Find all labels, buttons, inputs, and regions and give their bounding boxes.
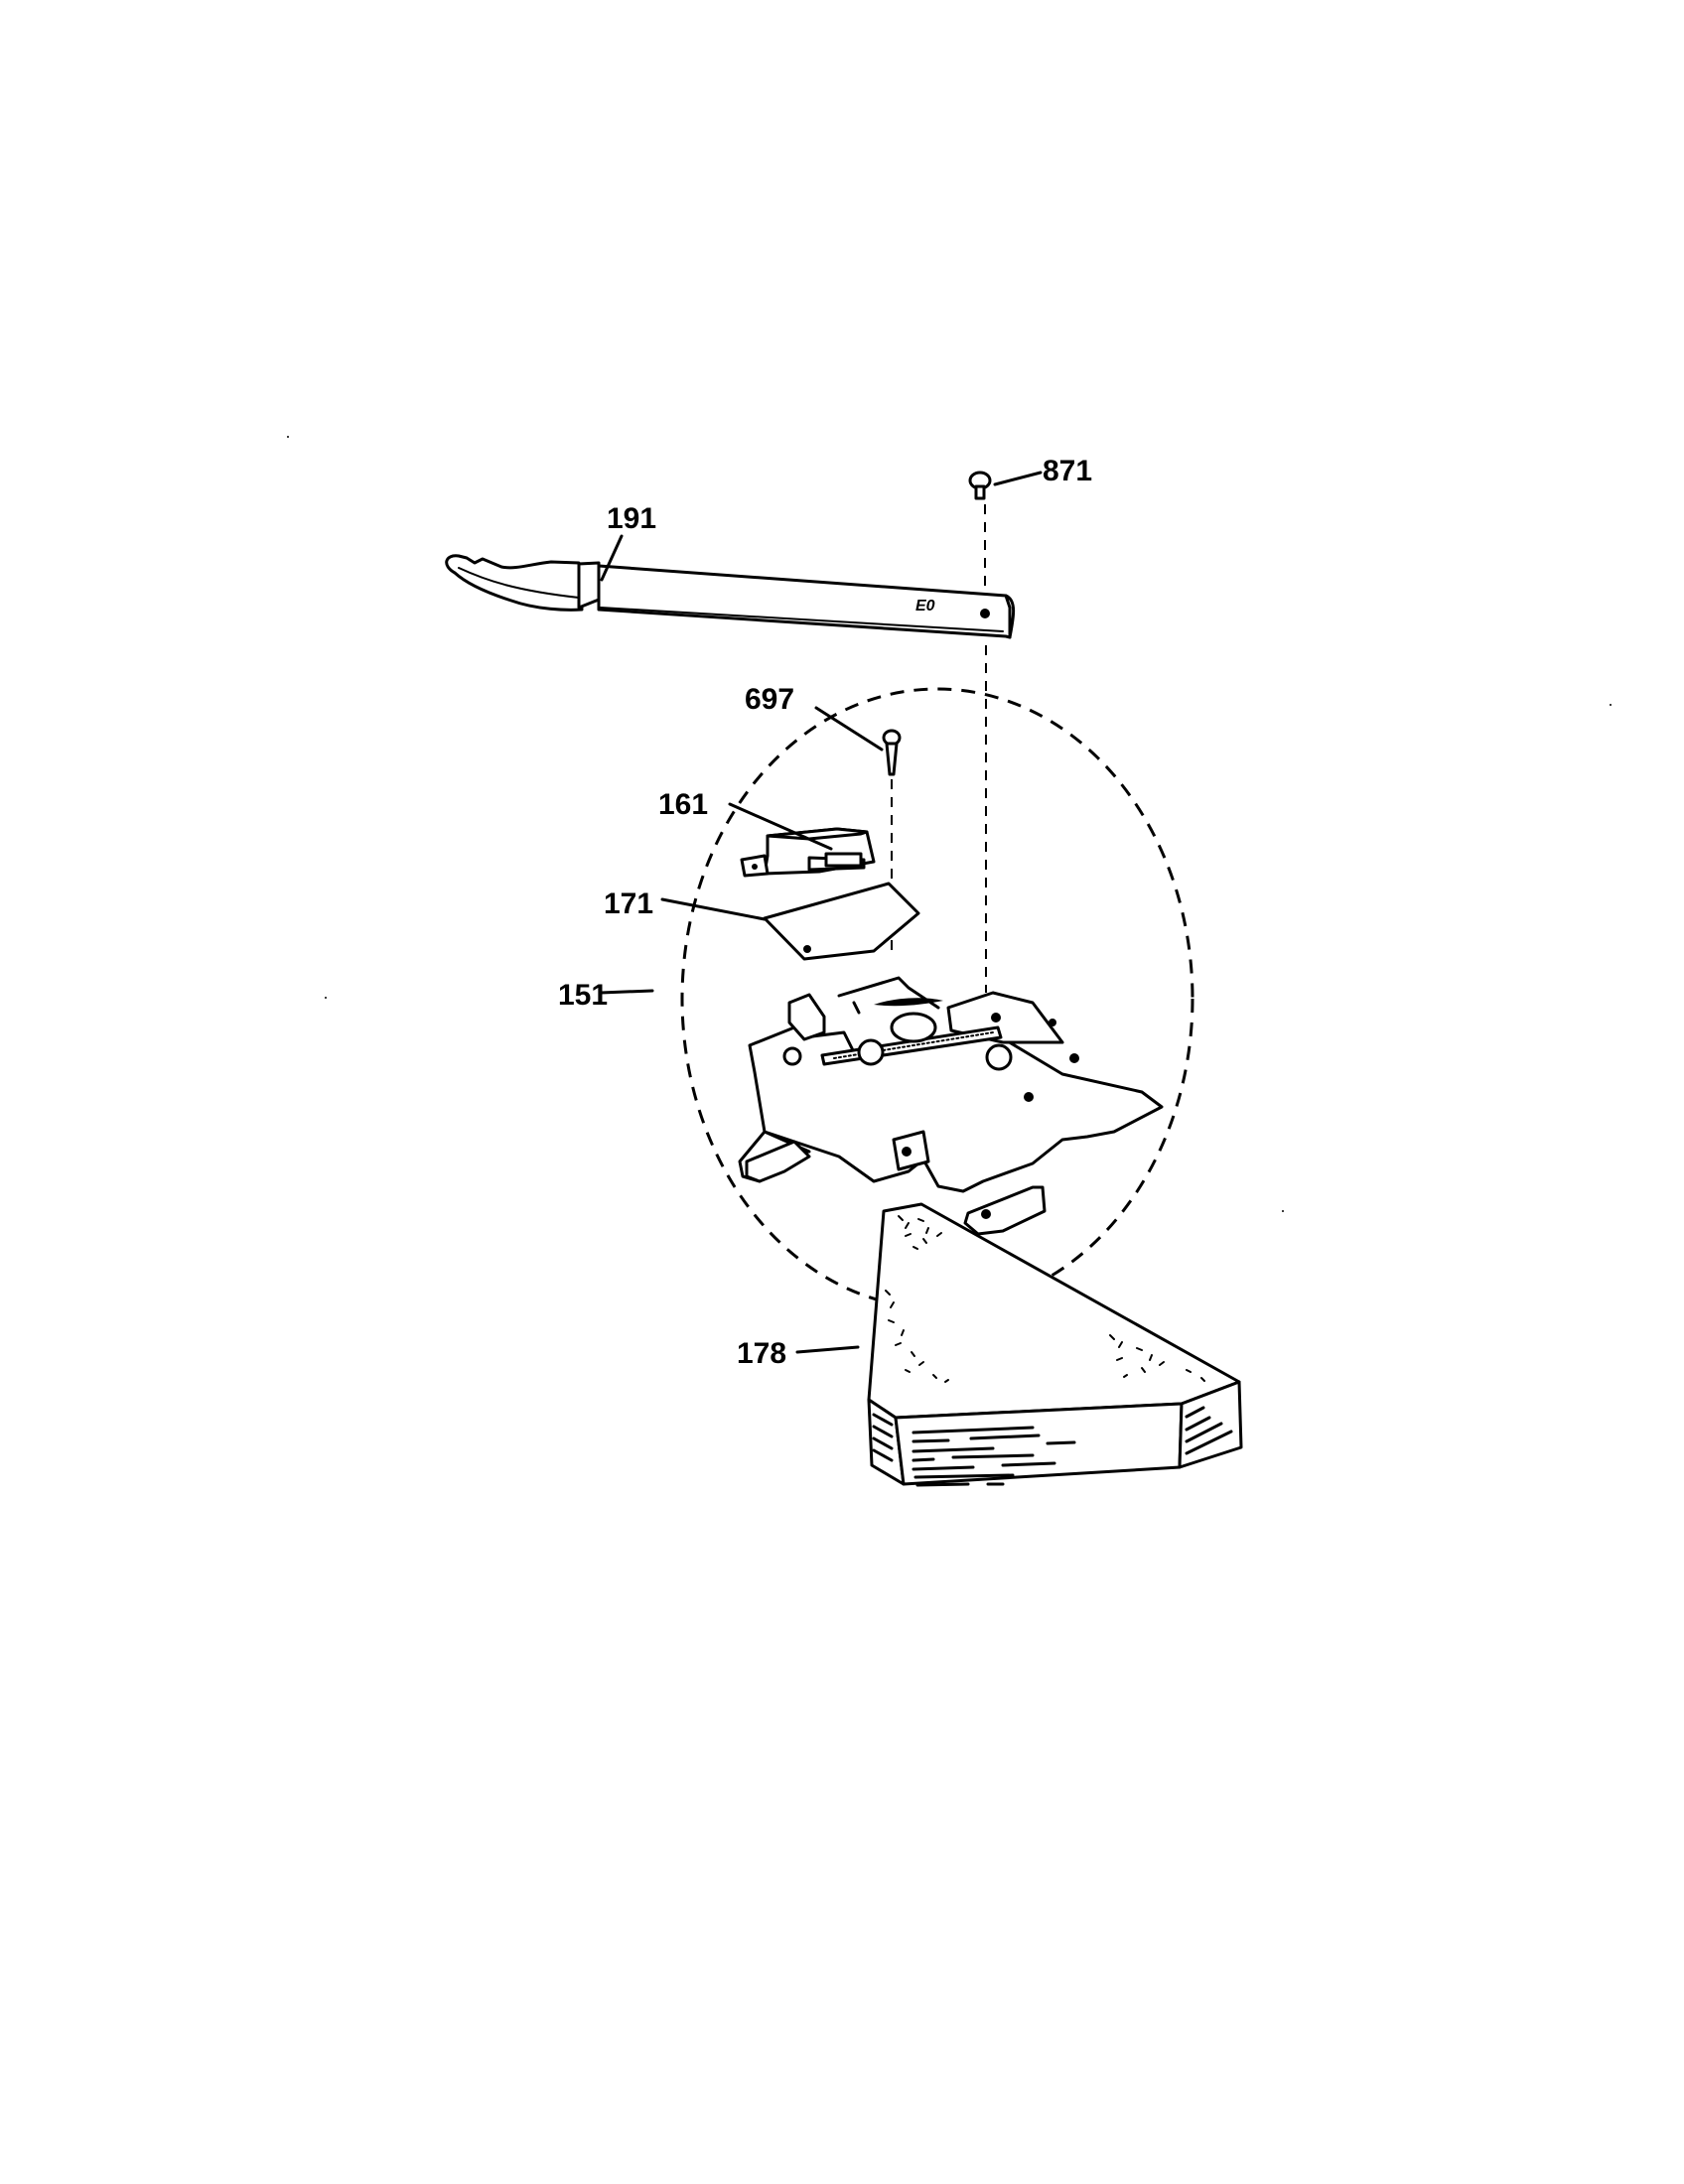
bracket-191: E0: [445, 534, 1016, 639]
callout-161: 161: [658, 788, 708, 821]
insulation-block-178: [795, 1202, 1243, 1487]
scan-speck: [325, 997, 327, 999]
callout-871: 871: [1043, 455, 1092, 487]
callout-178: 178: [737, 1337, 786, 1370]
callout-171: 171: [604, 887, 653, 920]
scan-speck: [1610, 704, 1612, 706]
callout-191: 191: [607, 502, 656, 535]
switch-161: [728, 802, 876, 878]
scan-speck: [287, 436, 289, 438]
callout-151: 151: [558, 979, 608, 1012]
bracket-stamp: E0: [915, 598, 935, 614]
insulator-171: [660, 882, 920, 961]
scan-speck: [1282, 1210, 1284, 1212]
screw-871: [968, 471, 1043, 601]
callout-697: 697: [745, 683, 794, 716]
assembly-boundary-151: [680, 687, 1194, 1310]
latch-mechanism: [740, 978, 1164, 1236]
